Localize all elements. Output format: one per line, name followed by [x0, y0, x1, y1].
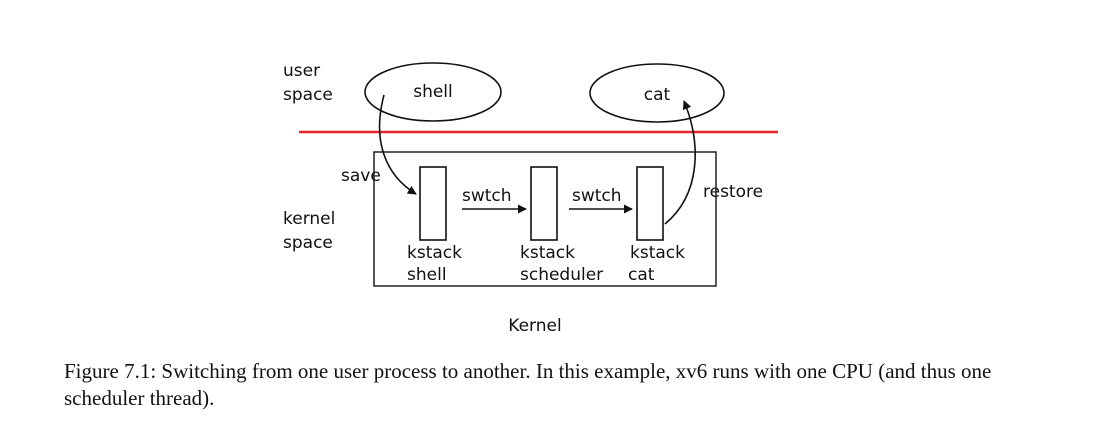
shell-process-ellipse — [364, 62, 502, 122]
kernel-space-label-line1: kernel — [283, 209, 335, 229]
save-label: save — [341, 166, 381, 186]
kstack-shell-label-line1: kstack — [407, 243, 462, 263]
kstack-scheduler-label-line1: kstack — [520, 243, 575, 263]
user-space-label-line1: user — [283, 61, 320, 81]
figure-caption: Figure 7.1: Switching from one user proc… — [64, 359, 992, 410]
kernel-space-label-line2: space — [283, 233, 333, 253]
kstack-shell-label-line2: shell — [407, 265, 447, 285]
swtch-label-2: swtch — [572, 186, 622, 206]
restore-label: restore — [703, 182, 763, 202]
kstack-shell-rect — [419, 166, 447, 241]
kernel-label: Kernel — [508, 316, 561, 336]
cat-process-label: cat — [644, 85, 671, 105]
kernel-box — [373, 151, 717, 287]
kstack-cat-label-line1: kstack — [630, 243, 685, 263]
swtch-label-1: swtch — [462, 186, 512, 206]
save-arrow — [378, 94, 417, 195]
restore-arrow — [664, 100, 696, 225]
kstack-cat-label-line2: cat — [628, 265, 655, 285]
kstack-scheduler-label-line2: scheduler — [520, 265, 603, 285]
user-space-label-line2: space — [283, 85, 333, 105]
shell-process-label: shell — [413, 82, 453, 102]
kstack-cat-rect — [636, 166, 664, 241]
cat-process-ellipse — [589, 63, 725, 123]
kstack-scheduler-rect — [530, 166, 558, 241]
